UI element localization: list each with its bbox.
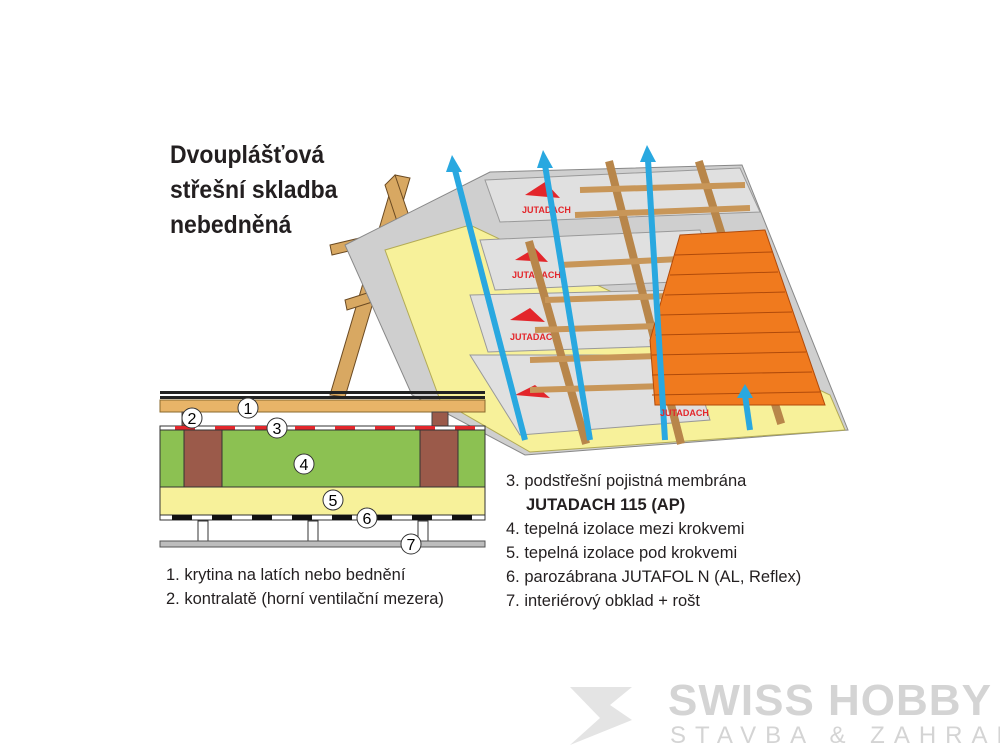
- legend-item-7: 7. interiérový obklad + rošt: [506, 592, 700, 610]
- watermark-tagline: STAVBA & ZAHRADA: [670, 722, 1000, 749]
- callout-2: 2: [188, 411, 197, 428]
- callout-3: 3: [273, 421, 282, 438]
- callout-4: 4: [300, 457, 309, 474]
- legend-left: 1. krytina na latích nebo bednění 2. kon…: [166, 563, 444, 611]
- callout-5: 5: [329, 493, 338, 510]
- layer-callouts: 1 2 3 4 5 6 7: [181, 397, 422, 555]
- legend-item-3: 3. podstřešní pojistná membrána: [506, 472, 747, 490]
- legend-item-5: 5. tepelná izolace pod krokvemi: [506, 544, 738, 562]
- airflow-arrows: [446, 145, 753, 441]
- roof-perspective: JUTADACH JUTADACH JUTADACH: [329, 145, 849, 456]
- title-line: nebedněná: [170, 211, 292, 239]
- legend-right: 3. podstřešní pojistná membrána JUTADACH…: [506, 469, 801, 613]
- legend-item-6: 6. parozábrana JUTAFOL N (AL, Reflex): [506, 568, 802, 586]
- legend-item-4: 4. tepelná izolace mezi krokvemi: [506, 520, 745, 538]
- cross-section: [159, 391, 486, 548]
- membrane-print: JUTADACH: [522, 205, 571, 215]
- callout-1: 1: [244, 401, 253, 418]
- legend-item-1: 1. krytina na latích nebo bednění: [166, 566, 406, 584]
- membrane-print-small: JUTADACH: [660, 408, 709, 418]
- callout-6: 6: [363, 511, 372, 528]
- title-line: střešní skladba: [170, 176, 338, 204]
- legend-item-2: 2. kontralatě (horní ventilační mezera): [166, 590, 444, 608]
- swiss-hobby-logo-icon: [570, 687, 632, 745]
- title-line: Dvouplášťová: [170, 141, 325, 169]
- diagram-title: Dvouplášťová střešní skladba nebedněná: [170, 138, 337, 243]
- tile-rows: [651, 251, 821, 396]
- callout-7: 7: [407, 537, 416, 554]
- watermark-brand: SWISS HOBBY: [668, 676, 992, 725]
- legend-item-3-product: JUTADACH 115 (AP): [526, 496, 686, 514]
- membrane-print: JUTADACH: [510, 332, 559, 342]
